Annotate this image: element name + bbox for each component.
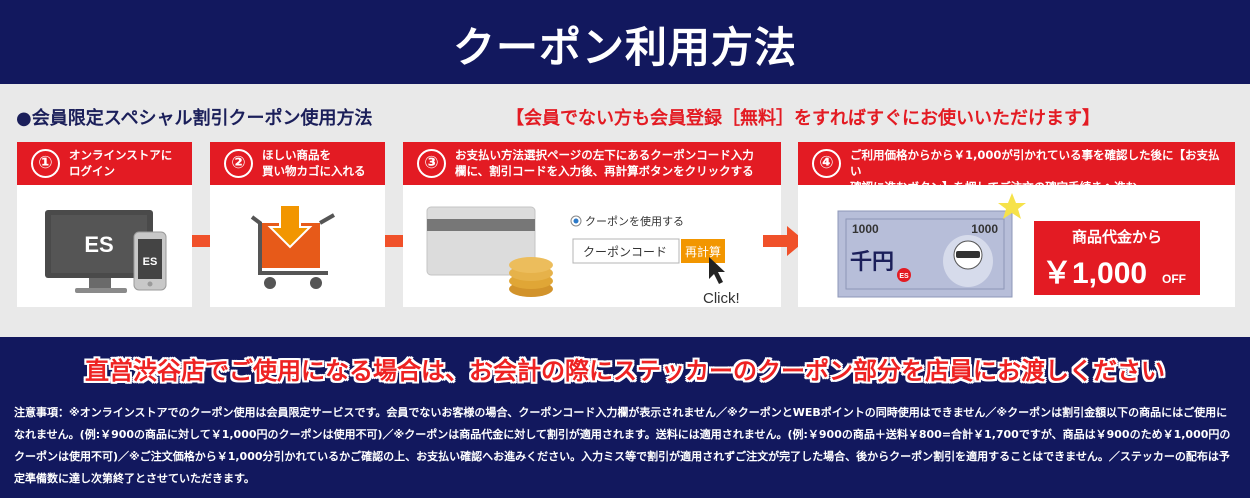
step-card-2: ② ほしい商品を 買い物カゴに入れる (210, 142, 385, 307)
shopping-cart-icon (250, 204, 335, 289)
bill-label: 千円 (850, 250, 894, 275)
computer-icon: ES ES (45, 210, 167, 293)
phone-logo: ES (143, 256, 158, 268)
bill-value-right: 1000 (971, 222, 998, 236)
caution-text: 注意事項：※オンラインストアでのクーポン使用は会員限定サービスです。会員でないお… (14, 406, 1231, 485)
step-card-4: ④ ご利用価格からから￥1,000が引かれている事を確認した後に【お支払い 確認… (798, 142, 1235, 307)
banknote-icon: 1000 1000 千円 ES (837, 210, 1013, 298)
bill-value-left: 1000 (852, 222, 879, 236)
arrow-icon (763, 226, 805, 256)
step3-illustration: クーポンを使用する クーポンコード 再計算 Click! (426, 206, 740, 307)
step-number: ① (31, 149, 60, 178)
step-number: ④ (812, 149, 841, 178)
step-card-3: ③ お支払い方法選択ページの左下にあるクーポンコード入力 欄に、割引コードを入力… (403, 142, 781, 307)
phone-icon: ES (133, 231, 167, 291)
bill-badge: ES (899, 273, 909, 280)
notice-section: 直営渋谷店でご使用になる場合は、お会計の際にステッカーのクーポン部分を店員にお渡… (0, 337, 1250, 498)
title-banner: クーポン利用方法 (0, 0, 1250, 84)
coupon-code-input (572, 238, 680, 264)
coupon-code-placeholder: クーポンコード (583, 245, 667, 259)
discount-amount: ￥1,000 (1042, 257, 1147, 290)
coupon-radio-label: クーポンを使用する (585, 215, 684, 228)
recalculate-button (681, 239, 725, 263)
discount-text: 商品代金から (1072, 228, 1162, 246)
step-header: ① オンラインストアに ログイン (17, 142, 192, 185)
step-text: お支払い方法選択ページの左下にあるクーポンコード入力 欄に、割引コードを入力後、… (455, 148, 754, 178)
step-header: ④ ご利用価格からから￥1,000が引かれている事を確認した後に【お支払い 確認… (798, 142, 1235, 194)
step-number: ③ (417, 149, 446, 178)
coins-icon (509, 257, 553, 297)
discount-suffix: OFF (1162, 272, 1186, 286)
step-card-1: ① オンラインストアに ログイン ES ES (17, 142, 192, 307)
cursor-icon (709, 257, 725, 284)
computer-logo: ES (84, 232, 113, 257)
section-heading: ●会員限定スペシャル割引クーポン使用方法 (16, 108, 373, 129)
recalculate-label: 再計算 (685, 244, 721, 259)
step4-illustration: 1000 1000 千円 ES 商品代金から ￥1,000 OFF (837, 193, 1200, 298)
click-label: Click! (703, 290, 740, 307)
step-header: ② ほしい商品を 買い物カゴに入れる (210, 142, 385, 185)
step-text: ご利用価格からから￥1,000が引かれている事を確認した後に【お支払い 確認に進… (850, 148, 1220, 194)
step-text: オンラインストアに ログイン (69, 148, 173, 178)
section-subheading: 【会員でない方も会員登録［無料］をすればすぐにお使いいただけます】 (506, 108, 1100, 129)
sparkle-icon (998, 193, 1026, 219)
credit-card-icon (426, 206, 536, 276)
shop-notice: 直営渋谷店でご使用になる場合は、お会計の際にステッカーのクーポン部分を店員にお渡… (85, 357, 1165, 385)
page-title: クーポン利用方法 (452, 23, 797, 72)
steps-section: ●会員限定スペシャル割引クーポン使用方法 【会員でない方も会員登録［無料］をすれ… (0, 84, 1250, 337)
step-text: ほしい商品を 買い物カゴに入れる (262, 148, 366, 178)
step-header: ③ お支払い方法選択ページの左下にあるクーポンコード入力 欄に、割引コードを入力… (403, 142, 781, 185)
step-number: ② (224, 149, 253, 178)
discount-badge (1034, 221, 1200, 295)
